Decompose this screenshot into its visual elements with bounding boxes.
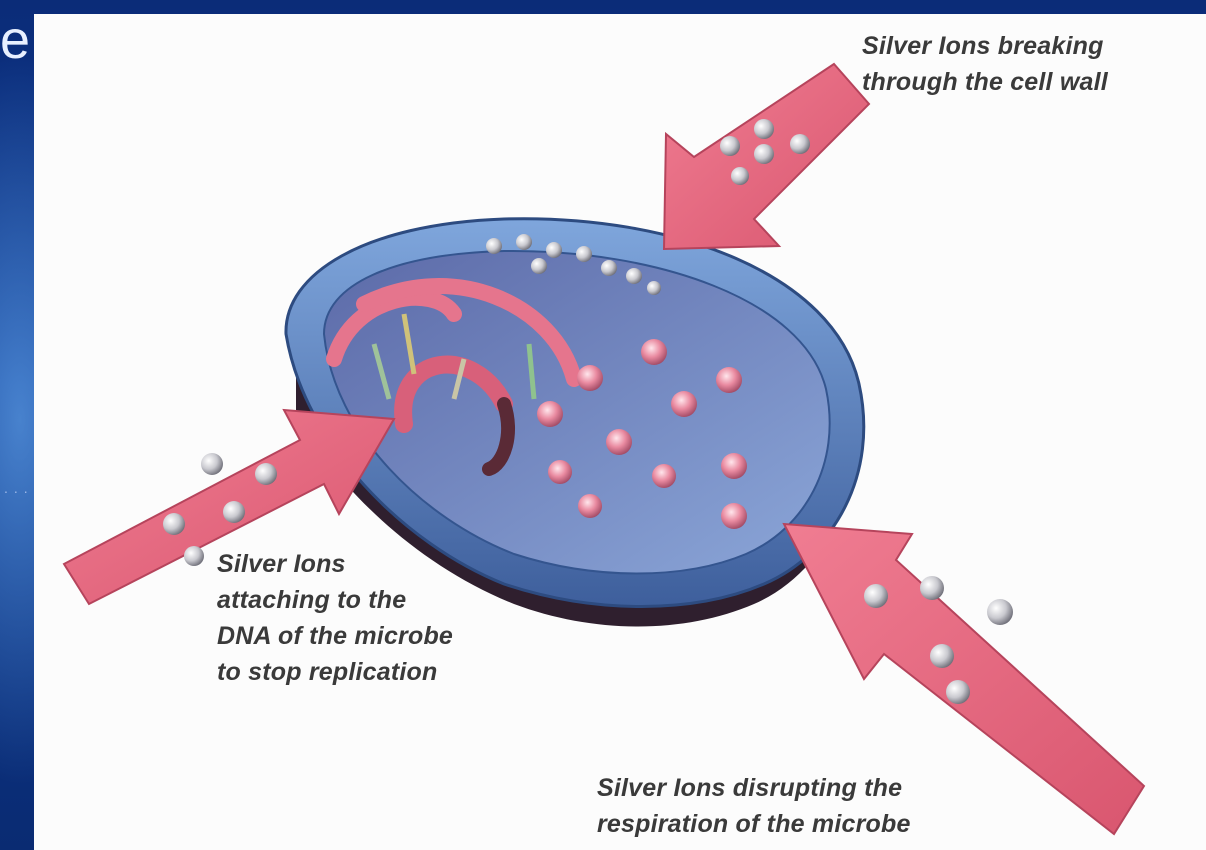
label-line: DNA of the microbe (217, 618, 453, 654)
label-cell-wall: Silver Ions breaking through the cell wa… (862, 28, 1108, 100)
arrow-cell-wall (664, 64, 869, 249)
label-respiration: Silver Ions disrupting the respiration o… (597, 770, 911, 842)
slide-title-fragment: e (0, 10, 30, 70)
label-line: to stop replication (217, 654, 453, 690)
label-dna: Silver Ions attaching to the DNA of the … (217, 546, 453, 690)
slide-bullet-dots: ... (4, 480, 34, 496)
label-line: Silver Ions (217, 546, 453, 582)
label-line: Silver Ions breaking (862, 28, 1108, 64)
label-line: Silver Ions disrupting the (597, 770, 911, 806)
label-line: respiration of the microbe (597, 806, 911, 842)
label-line: through the cell wall (862, 64, 1108, 100)
label-line: attaching to the (217, 582, 453, 618)
microbe-diagram (34, 14, 1206, 850)
diagram-panel: Silver Ions breaking through the cell wa… (34, 14, 1206, 850)
